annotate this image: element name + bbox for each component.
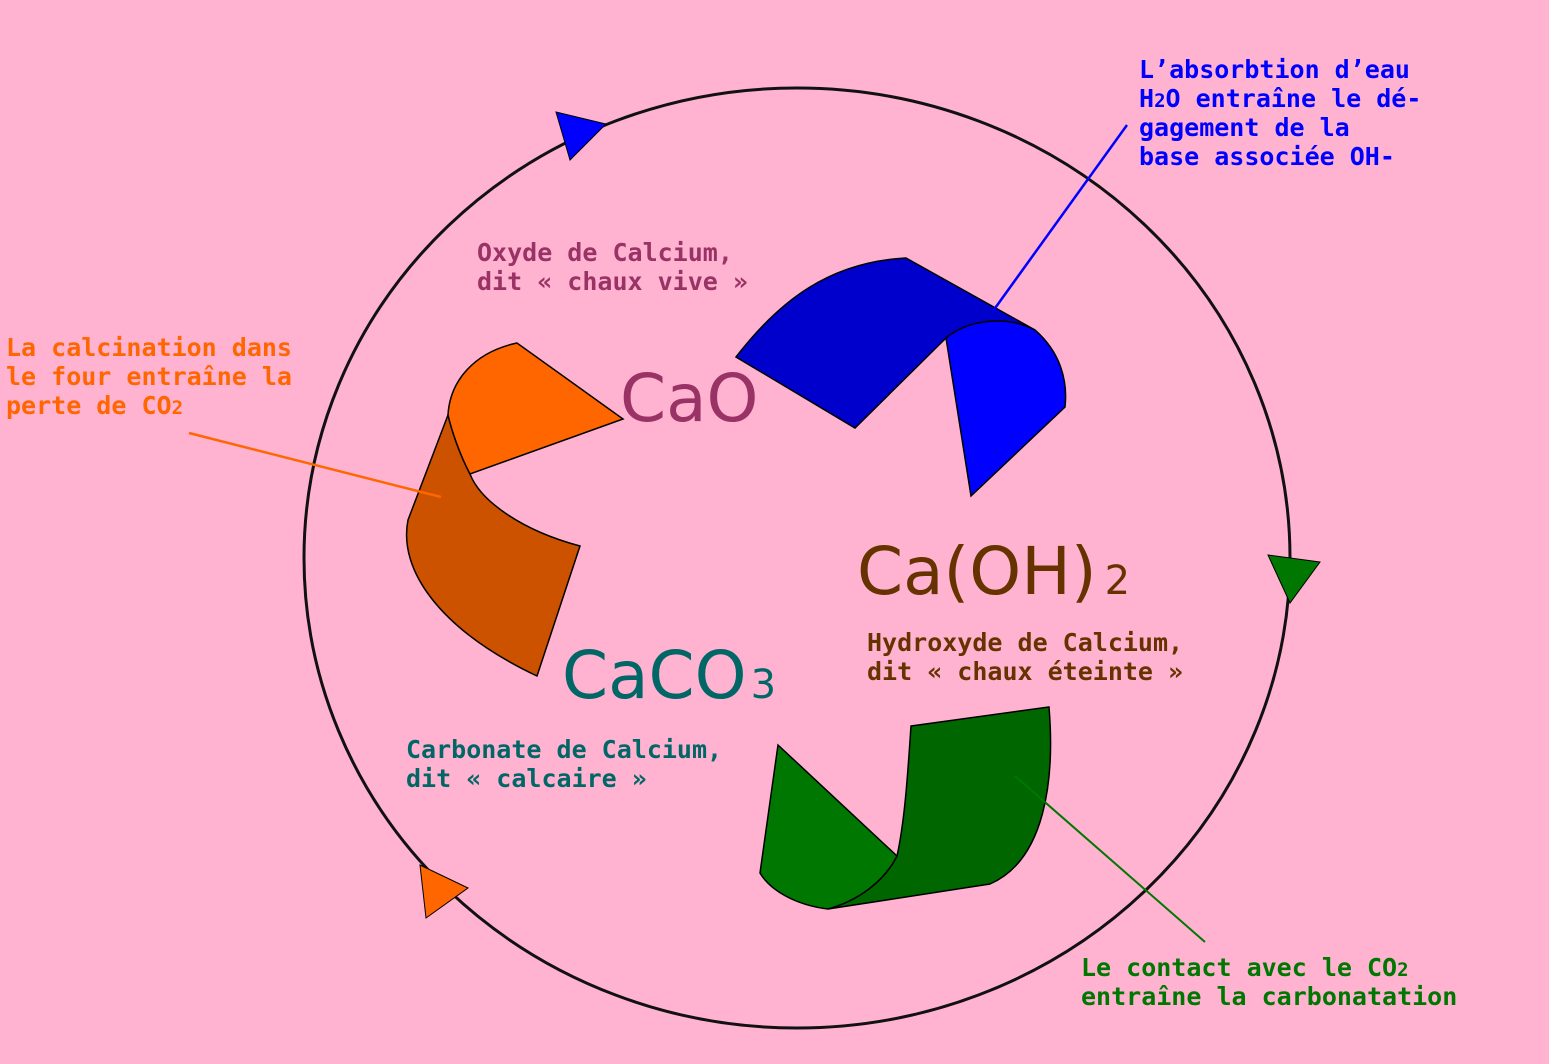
absorption-line3: gagement de la bbox=[1139, 113, 1350, 142]
cao-formula: CaO bbox=[620, 360, 758, 437]
blue-cycle-arrowhead bbox=[555, 111, 607, 161]
calcination-line2: le four entraîne la bbox=[6, 362, 292, 391]
absorption-annotation: L’absorbtion d’eau H2O entraîne le dé- g… bbox=[1139, 55, 1421, 171]
calcination-annotation: La calcination dans le four entraîne la … bbox=[6, 333, 292, 420]
carbonation-line2: entraîne la carbonatation bbox=[1081, 982, 1457, 1011]
carbonation-line1-sub: 2 bbox=[1397, 959, 1408, 981]
caco3-description: Carbonate de Calcium, dit « calcaire » bbox=[406, 735, 722, 793]
caco3-description-line1: Carbonate de Calcium, bbox=[406, 735, 722, 764]
orange-ribbon-arrow bbox=[405, 342, 625, 678]
carbonation-line1: Le contact avec le CO2 bbox=[1081, 953, 1409, 982]
absorption-line2-sub: 2 bbox=[1154, 90, 1165, 112]
absorption-line1: L’absorbtion d’eau bbox=[1139, 55, 1410, 84]
caoh2-formula: Ca(OH)2 bbox=[857, 533, 1130, 610]
caco3-formula-main: CaCO bbox=[562, 637, 747, 714]
blue-ribbon-arrow bbox=[734, 257, 1067, 498]
carbonation-annotation: Le contact avec le CO2 entraîne la carbo… bbox=[1081, 953, 1457, 1011]
green-ribbon-arrow bbox=[759, 706, 1052, 910]
carbonation-leader-line bbox=[1014, 775, 1206, 943]
blue-ribbon-front bbox=[945, 320, 1067, 498]
green-cycle-arrowhead bbox=[1267, 554, 1321, 604]
caco3-formula-sub: 3 bbox=[751, 662, 776, 708]
absorption-line2-h: H bbox=[1139, 84, 1154, 113]
carbonation-line1-text: Le contact avec le CO bbox=[1081, 953, 1397, 982]
calcination-leader-line bbox=[188, 431, 442, 499]
caoh2-description-line1: Hydroxyde de Calcium, bbox=[867, 628, 1183, 657]
absorption-line4: base associée OH- bbox=[1139, 142, 1395, 171]
absorption-leader-line bbox=[991, 124, 1129, 312]
green-ribbon-front bbox=[759, 743, 898, 910]
orange-cycle-arrowhead bbox=[419, 864, 469, 919]
caoh2-description: Hydroxyde de Calcium, dit « chaux éteint… bbox=[867, 628, 1183, 686]
absorption-line2: H2O entraîne le dé- bbox=[1139, 84, 1421, 113]
cao-description: Oxyde de Calcium, dit « chaux vive » bbox=[477, 238, 748, 296]
caco3-description-line2: dit « calcaire » bbox=[406, 764, 647, 793]
calcination-line3-sub: 2 bbox=[172, 397, 183, 419]
caoh2-formula-sub: 2 bbox=[1105, 558, 1130, 604]
calcination-line3: perte de CO2 bbox=[6, 391, 183, 420]
cao-description-line1: Oxyde de Calcium, bbox=[477, 238, 733, 267]
orange-ribbon-front bbox=[447, 342, 625, 475]
calcination-line1: La calcination dans bbox=[6, 333, 292, 362]
calcination-line3-text: perte de CO bbox=[6, 391, 172, 420]
absorption-line2-rest: O entraîne le dé- bbox=[1166, 84, 1422, 113]
caoh2-description-line2: dit « chaux éteinte » bbox=[867, 657, 1183, 686]
cao-description-line2: dit « chaux vive » bbox=[477, 267, 748, 296]
caoh2-formula-main: Ca(OH) bbox=[857, 533, 1097, 610]
